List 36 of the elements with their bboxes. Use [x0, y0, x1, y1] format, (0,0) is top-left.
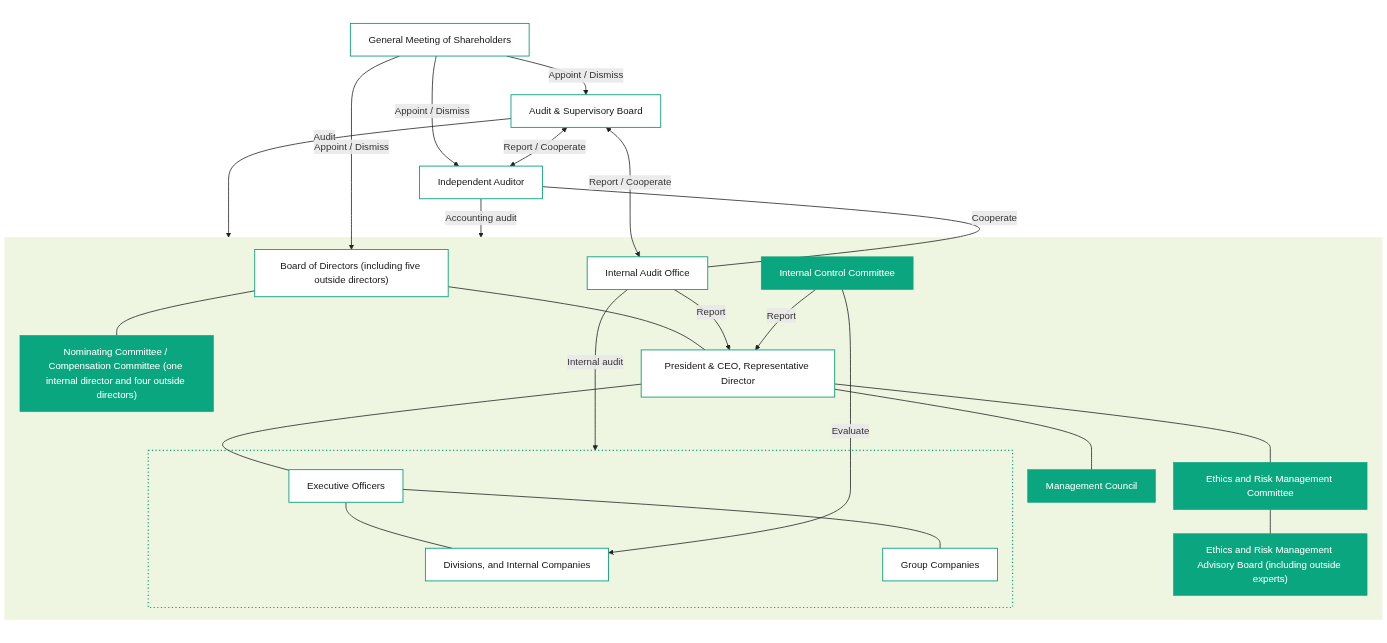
edge-label: Accounting audit — [445, 212, 517, 223]
connector — [1269, 509, 1271, 535]
edge-label: Cooperate — [971, 212, 1017, 223]
edge-label: Report — [766, 310, 796, 321]
node-box: Divisions, and Internal Companies — [424, 547, 609, 582]
cluster — [147, 449, 1014, 609]
edge-label: Report — [696, 306, 726, 317]
node-box: Independent Auditor — [419, 165, 543, 200]
connector — [402, 489, 941, 549]
edge-label: Appoint / Dismiss — [394, 105, 470, 116]
connector — [116, 290, 256, 336]
node-box: Nominating Committee / Compensation Committee (one internal director and four outside directors) — [19, 335, 214, 412]
node-box: Board of Directors (including five outside directors) — [254, 249, 449, 298]
node-box: General Meeting of Shareholders — [349, 22, 530, 57]
edge-label: Report / Cooperate — [503, 141, 586, 152]
node-box: Ethics and Risk Management Committee — [1173, 462, 1368, 510]
connector — [834, 388, 1092, 471]
connector — [222, 383, 642, 471]
edge-label: Internal audit — [567, 356, 624, 368]
node-box: Management Council — [1027, 469, 1156, 503]
edge-label: Evaluate — [831, 425, 870, 436]
edge-label: Appoint / Dismiss — [548, 69, 624, 81]
connector — [834, 383, 1271, 463]
cluster — [4, 237, 1383, 620]
edge-label: Report / Cooperate — [588, 176, 672, 188]
node-box: President & CEO, Representative Director — [640, 349, 836, 398]
node-box: Internal Audit Office — [586, 256, 709, 290]
node-box: Executive Officers — [288, 469, 404, 503]
node-box: Group Companies — [882, 547, 998, 582]
node-box: Internal Control Committee — [760, 256, 914, 290]
edge-label: Appoint / Dismiss — [314, 141, 389, 152]
edge-label: Audit — [313, 131, 336, 142]
connector — [447, 286, 706, 351]
node-box: Audit & Supervisory Board — [510, 94, 662, 128]
connector — [542, 186, 980, 268]
node-box: Ethics and Risk Management Advisory Board (including outside experts) — [1173, 533, 1368, 596]
